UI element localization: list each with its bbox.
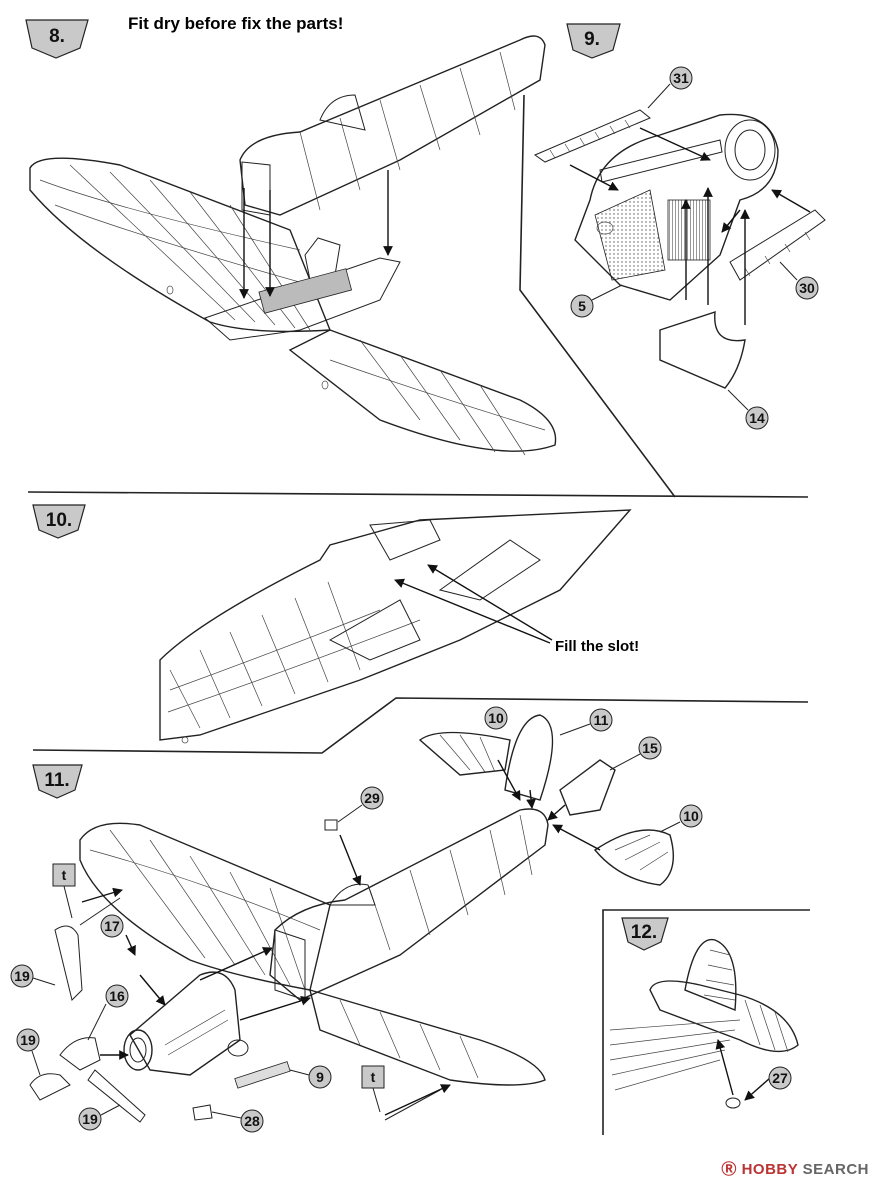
svg-text:15: 15 bbox=[642, 740, 658, 756]
step-11-badge: 11. bbox=[32, 764, 83, 799]
part-19-blade-bottom bbox=[87, 1069, 146, 1123]
svg-text:27: 27 bbox=[772, 1070, 788, 1086]
svg-text:9: 9 bbox=[316, 1069, 324, 1085]
svg-text:5: 5 bbox=[578, 298, 586, 314]
svg-text:31: 31 bbox=[673, 70, 689, 86]
svg-text:t: t bbox=[62, 867, 67, 883]
callout-30: 30 bbox=[795, 276, 819, 300]
watermark-text: SEARCH bbox=[802, 1161, 869, 1178]
part-10-tailplane-lower bbox=[593, 829, 674, 886]
part-15-exhaust bbox=[559, 759, 616, 816]
svg-text:17: 17 bbox=[104, 918, 120, 934]
callout-5: 5 bbox=[570, 294, 594, 318]
part-19-blade-top bbox=[54, 925, 83, 1001]
step-12-badge: 12. bbox=[621, 917, 669, 951]
svg-text:30: 30 bbox=[799, 280, 815, 296]
step-10-number: 10. bbox=[46, 510, 72, 531]
part-callouts: 31 5 30 14 10 11 15 10 29 17 19 16 19 19… bbox=[10, 66, 819, 1133]
watermark: Ⓡ HOBBY SEARCH bbox=[721, 1158, 869, 1179]
callout-10a: 10 bbox=[484, 706, 508, 730]
step-8: 8. Fit dry before fix the parts! bbox=[25, 14, 557, 456]
watermark-mark: Ⓡ HOBBY bbox=[721, 1161, 798, 1178]
pitot-t-upper bbox=[79, 897, 121, 926]
callout-15: 15 bbox=[638, 736, 662, 760]
step-10: 10. Fill the slot! bbox=[32, 504, 639, 744]
step-8-note: Fit dry before fix the parts! bbox=[128, 14, 343, 33]
callout-11: 11 bbox=[589, 708, 613, 732]
svg-text:28: 28 bbox=[244, 1113, 260, 1129]
tag-t-lower: t bbox=[361, 1065, 385, 1089]
svg-text:19: 19 bbox=[82, 1111, 98, 1127]
step-11-engine bbox=[123, 971, 249, 1076]
step-10-wing bbox=[159, 509, 632, 744]
step-9-cockpit-section bbox=[574, 113, 779, 301]
svg-text:t: t bbox=[371, 1069, 376, 1085]
tag-t-upper: t bbox=[52, 863, 76, 887]
step-10-badge: 10. bbox=[32, 504, 86, 539]
step-12-number: 12. bbox=[631, 922, 657, 943]
svg-text:14: 14 bbox=[749, 410, 765, 426]
callout-19b: 19 bbox=[16, 1028, 40, 1052]
step-9: 9. bbox=[519, 23, 826, 498]
callout-17: 17 bbox=[100, 914, 124, 938]
svg-text:11: 11 bbox=[594, 712, 609, 728]
part-28-piece bbox=[192, 1104, 213, 1121]
step-8-fuselage bbox=[239, 35, 546, 216]
callout-31: 31 bbox=[669, 66, 693, 90]
svg-text:16: 16 bbox=[109, 988, 125, 1004]
part-16-spinner bbox=[59, 1037, 101, 1071]
callout-9: 9 bbox=[308, 1065, 332, 1089]
callout-29: 29 bbox=[360, 786, 384, 810]
part-10-tailplane-upper bbox=[418, 731, 511, 776]
step-8-wing bbox=[29, 157, 557, 456]
part-11-fin bbox=[504, 714, 554, 801]
callout-19c: 19 bbox=[78, 1107, 102, 1131]
step-11: 11. bbox=[29, 714, 674, 1123]
callout-19a: 19 bbox=[10, 964, 34, 988]
svg-text:10: 10 bbox=[488, 710, 504, 726]
part-29-piece bbox=[324, 819, 338, 831]
svg-text:10: 10 bbox=[683, 808, 699, 824]
svg-text:19: 19 bbox=[20, 1032, 36, 1048]
step-11-airframe bbox=[79, 808, 549, 1086]
step-9-number: 9. bbox=[584, 29, 600, 50]
step-8-badge: 8. bbox=[25, 19, 89, 59]
svg-text:19: 19 bbox=[14, 968, 30, 984]
step-10-note: Fill the slot! bbox=[555, 638, 639, 655]
part-19-blade-left bbox=[29, 1073, 71, 1101]
callout-14: 14 bbox=[745, 406, 769, 430]
callout-27: 27 bbox=[768, 1066, 792, 1090]
callout-28: 28 bbox=[240, 1109, 264, 1133]
part-9-radiator bbox=[234, 1061, 291, 1089]
step-12: 12. bbox=[602, 909, 810, 1135]
step-11-number: 11. bbox=[44, 770, 69, 791]
step-12-tail bbox=[609, 938, 799, 1109]
step-9-badge: 9. bbox=[566, 23, 621, 59]
pitot-t-lower bbox=[384, 1089, 441, 1121]
callout-10b: 10 bbox=[679, 804, 703, 828]
svg-text:29: 29 bbox=[364, 790, 380, 806]
step-8-number: 8. bbox=[49, 26, 65, 47]
callout-16: 16 bbox=[105, 984, 129, 1008]
